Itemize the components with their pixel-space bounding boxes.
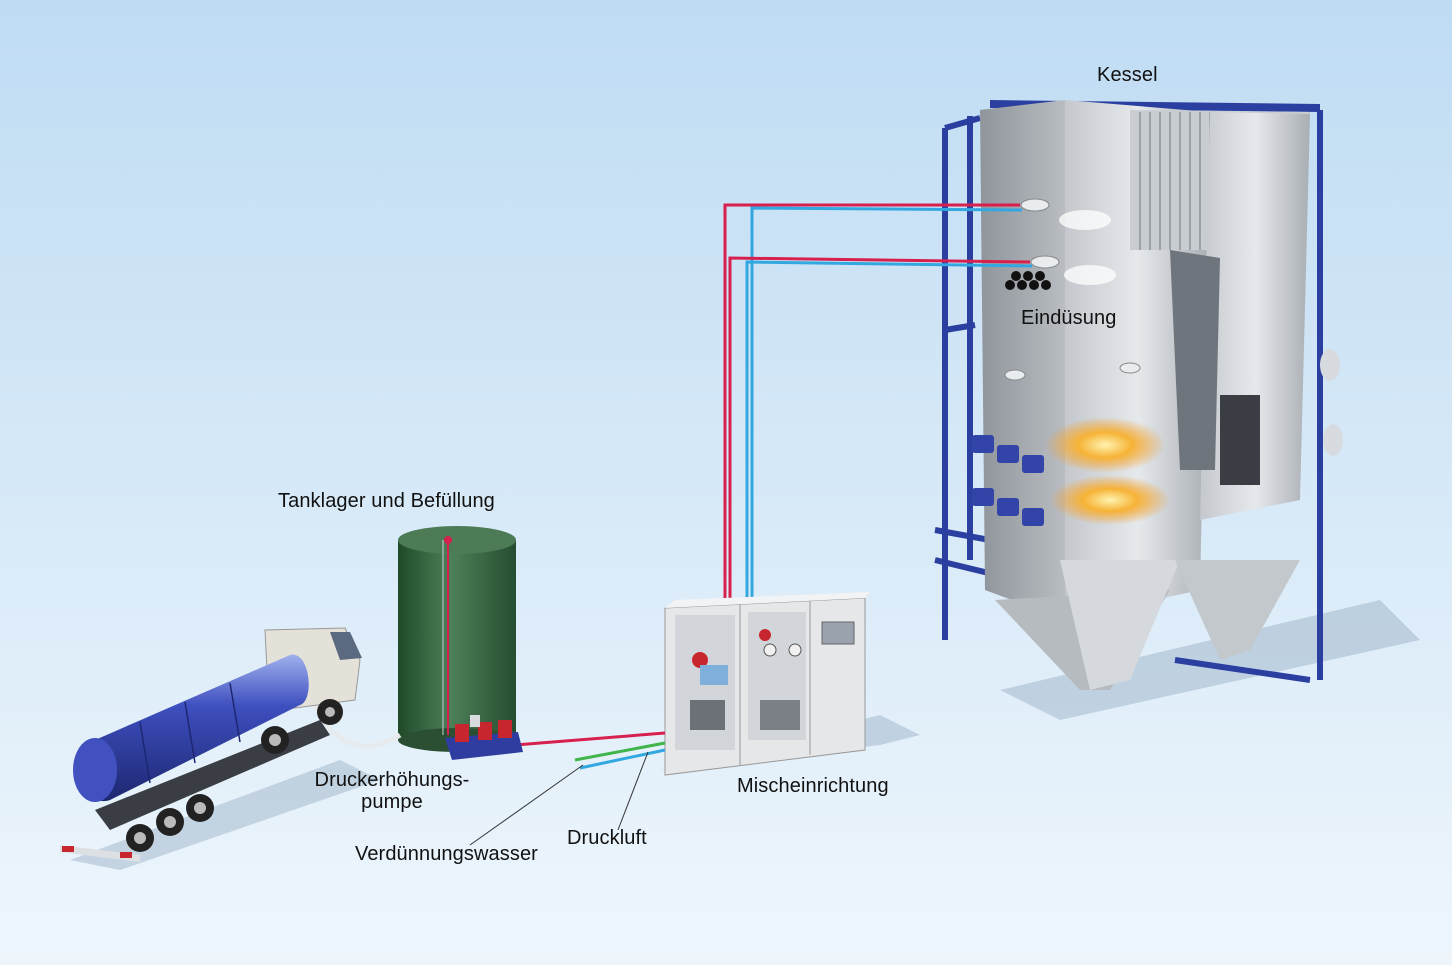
mixing-cabinet-icon bbox=[660, 592, 920, 776]
mixing-unit-label: Mischeinrichtung bbox=[737, 775, 889, 797]
boiler bbox=[934, 100, 1420, 720]
injection-lines bbox=[723, 203, 1033, 600]
storage-tank-icon bbox=[398, 526, 516, 752]
compressed-air-label: Druckluft bbox=[567, 827, 647, 849]
tank-storage-label: Tanklager und Befüllung bbox=[278, 490, 495, 512]
boiler-label: Kessel bbox=[1097, 64, 1158, 86]
booster-pump-icon bbox=[445, 715, 523, 760]
booster-pump-label-line1: Druckerhöhungs- bbox=[314, 769, 470, 791]
injection-nozzle-icon bbox=[1004, 198, 1141, 381]
booster-pump-label-line2: pumpe bbox=[361, 791, 423, 813]
burner-icon bbox=[972, 435, 1044, 526]
tanker-truck-icon bbox=[60, 627, 380, 870]
injection-label: Eindüsung bbox=[1021, 307, 1117, 329]
flame bbox=[1045, 417, 1165, 473]
flame bbox=[1050, 475, 1170, 525]
feed-lines bbox=[514, 731, 666, 770]
booster-pump-label: Druckerhöhungs- pumpe bbox=[302, 769, 482, 813]
dilution-water-label: Verdünnungswasser bbox=[355, 843, 538, 865]
